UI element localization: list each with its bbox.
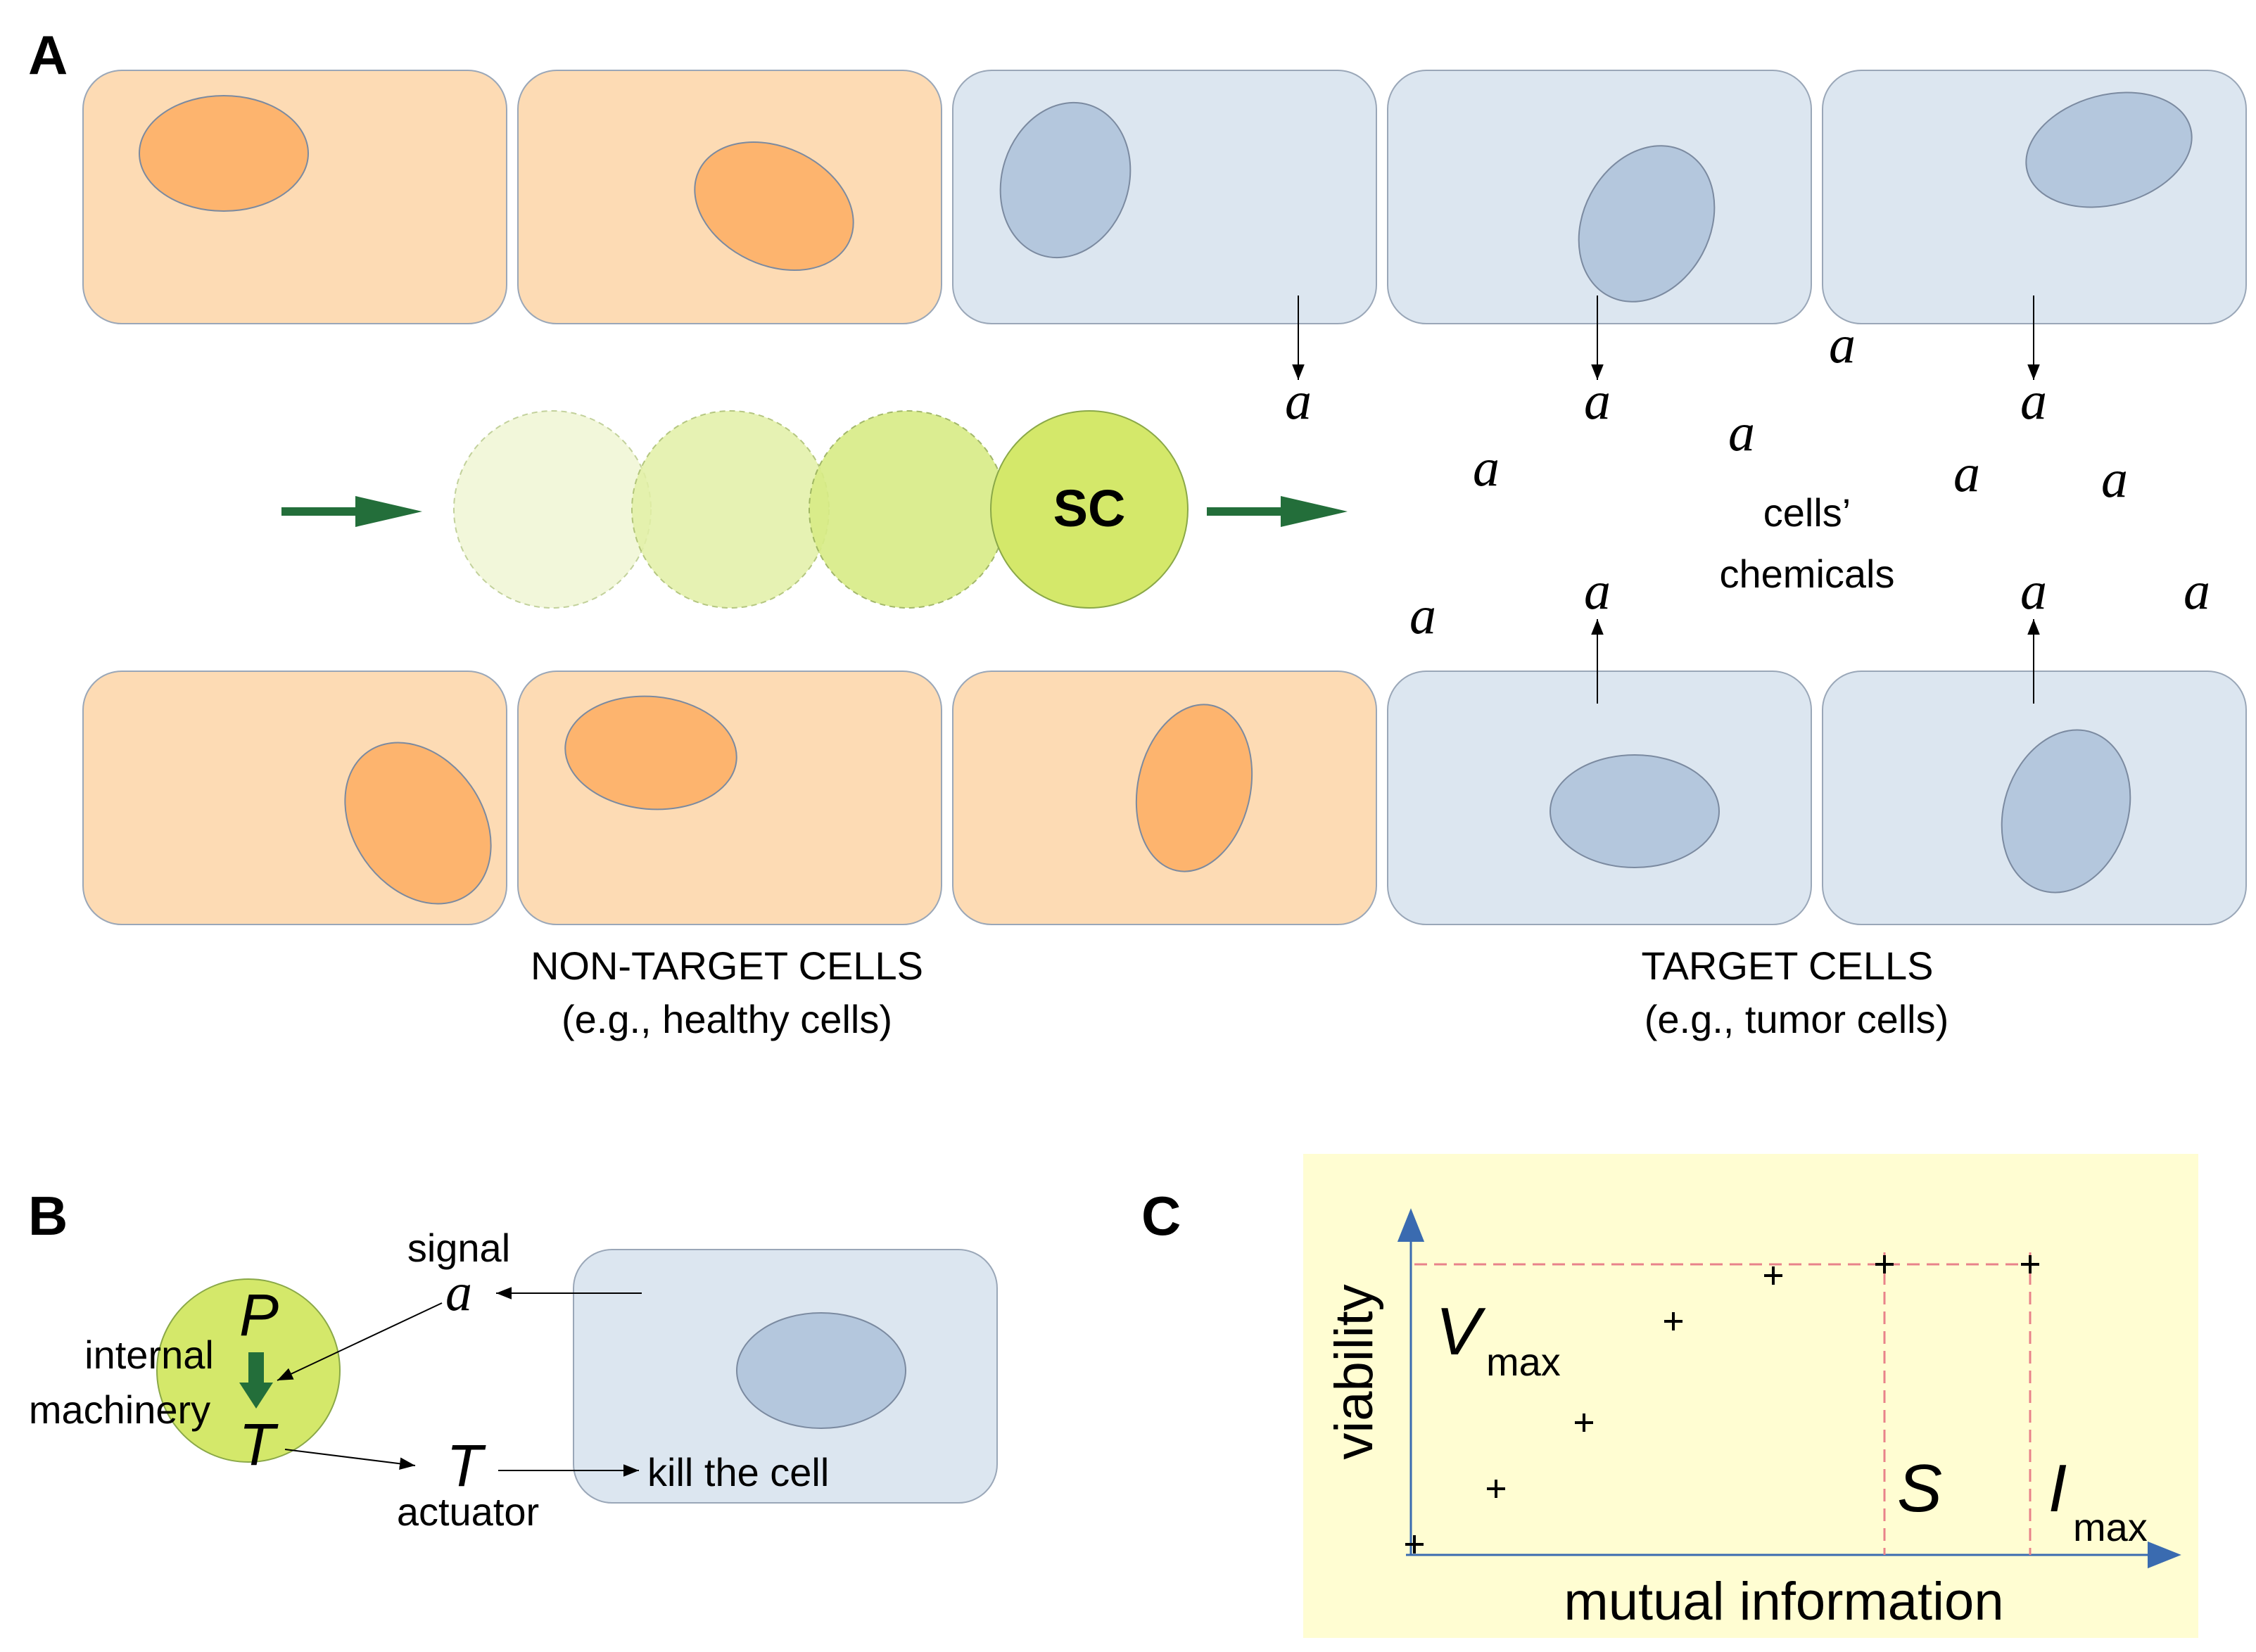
x-axis-label: mutual information bbox=[1564, 1572, 2003, 1632]
tumor-nucleus bbox=[1578, 145, 1716, 303]
target-caption-line2: (e.g., tumor cells) bbox=[1645, 997, 1949, 1041]
tumor-nucleus bbox=[2001, 729, 2131, 894]
imax-subscript: max bbox=[2073, 1505, 2148, 1549]
internal-label-line2: machinery bbox=[29, 1387, 210, 1432]
healthy-nucleus bbox=[1135, 704, 1253, 872]
actuator-symbol: T bbox=[446, 1432, 486, 1499]
data-point bbox=[1575, 1413, 1593, 1432]
actuate-arrow bbox=[284, 1449, 416, 1470]
healthy-nucleus bbox=[694, 141, 854, 272]
chemical-cloud: a a a a a a a a a a a a bbox=[1285, 315, 2210, 645]
signal-label: signal bbox=[407, 1226, 510, 1270]
tumor-cell bbox=[1822, 70, 2247, 324]
left-motion-arrowhead bbox=[355, 496, 422, 527]
chemical-a: a bbox=[2101, 450, 2128, 509]
chemicals-caption-line2: chemicals bbox=[1720, 552, 1895, 596]
vmax-subscript: max bbox=[1486, 1340, 1561, 1384]
internal-label-line1: internal bbox=[84, 1333, 214, 1377]
signal-symbol: a bbox=[445, 1263, 472, 1322]
sc-cell bbox=[990, 410, 1189, 609]
right-motion-arrowhead bbox=[1281, 496, 1348, 527]
data-point bbox=[1487, 1480, 1505, 1498]
chemical-a: a bbox=[1728, 403, 1755, 462]
chemical-a: a bbox=[1285, 371, 1312, 431]
data-point bbox=[1405, 1535, 1424, 1553]
signal-sense-arrow bbox=[277, 1302, 443, 1381]
panel-c-label: C bbox=[1141, 1185, 1181, 1247]
tumor-nucleus bbox=[1550, 754, 1720, 868]
tumor-nucleus bbox=[999, 101, 1132, 259]
chemical-a: a bbox=[1584, 561, 1611, 621]
sc-ghost-2 bbox=[631, 410, 830, 609]
data-point bbox=[1764, 1266, 1782, 1285]
top-cell-row bbox=[82, 70, 2247, 324]
imax-symbol: I bbox=[2048, 1451, 2067, 1526]
sensing-cell-diagram: P T internal machinery signal a T actuat… bbox=[29, 1226, 998, 1534]
plot-background bbox=[1303, 1154, 2198, 1638]
chemical-a: a bbox=[1829, 315, 1856, 374]
chemical-a: a bbox=[2184, 561, 2210, 621]
sc-ghost-3 bbox=[809, 410, 1007, 609]
p-symbol: P bbox=[239, 1282, 279, 1348]
bottom-cell-row bbox=[82, 671, 2247, 925]
actuator-label: actuator bbox=[397, 1489, 539, 1534]
internal-green-arrowhead bbox=[239, 1383, 273, 1409]
healthy-cell bbox=[517, 671, 942, 925]
target-caption-line1: TARGET CELLS bbox=[1642, 943, 1934, 988]
chemicals-caption-line1: cells’ bbox=[1763, 490, 1851, 535]
viability-plot: mutual information viability V max S I m… bbox=[1303, 1154, 2198, 1638]
chemical-a: a bbox=[1409, 586, 1436, 645]
t-symbol: T bbox=[239, 1411, 279, 1478]
tumor-nucleus-b bbox=[736, 1312, 906, 1429]
sc-ghost-1 bbox=[453, 410, 652, 609]
data-point bbox=[1875, 1255, 1894, 1273]
data-points bbox=[1405, 1255, 2039, 1553]
data-point bbox=[1664, 1312, 1683, 1330]
healthy-nucleus bbox=[139, 95, 309, 212]
sc-label: SC bbox=[1053, 479, 1126, 538]
nontarget-caption-line1: NON-TARGET CELLS bbox=[531, 943, 923, 988]
secretion-arrows bbox=[1292, 296, 2040, 704]
panel-a-label: A bbox=[28, 24, 68, 86]
healthy-nucleus bbox=[344, 742, 492, 905]
healthy-nucleus bbox=[564, 695, 737, 811]
y-axis-label: viability bbox=[1324, 1284, 1384, 1459]
s-symbol: S bbox=[1897, 1451, 1942, 1526]
chemical-a: a bbox=[2020, 561, 2047, 621]
healthy-cell bbox=[82, 70, 507, 324]
tumor-nucleus bbox=[2025, 91, 2193, 208]
chemical-a: a bbox=[1953, 444, 1980, 503]
chemical-a: a bbox=[1473, 438, 1500, 497]
chemical-a: a bbox=[1584, 371, 1611, 431]
kill-label: kill the cell bbox=[647, 1450, 829, 1494]
vmax-symbol: V bbox=[1436, 1294, 1486, 1369]
data-point bbox=[2021, 1255, 2039, 1273]
chemical-a: a bbox=[2020, 371, 2047, 431]
panel-b-label: B bbox=[28, 1185, 68, 1247]
sc-trajectory: SC bbox=[281, 410, 1348, 609]
nontarget-caption-line2: (e.g., healthy cells) bbox=[562, 997, 892, 1041]
